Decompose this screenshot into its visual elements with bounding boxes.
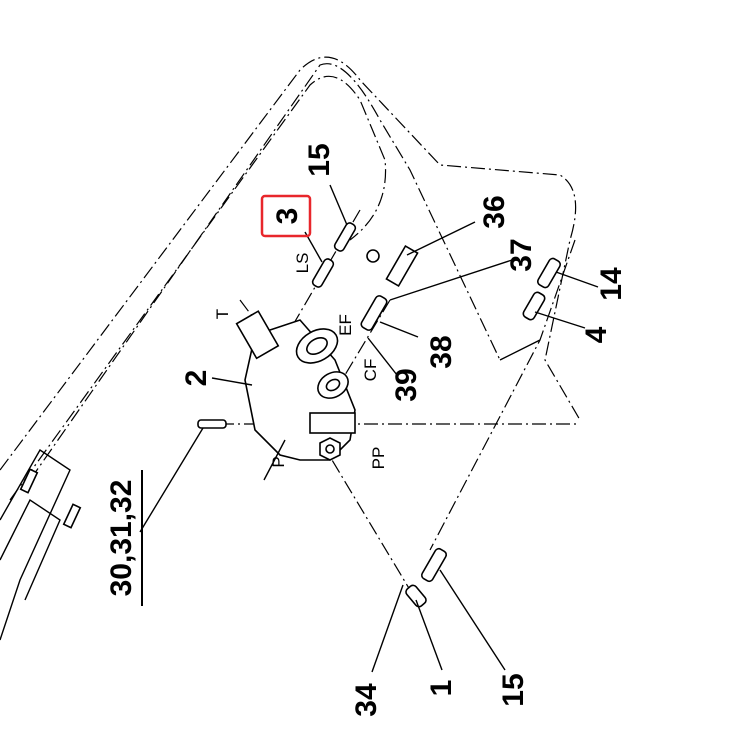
port-label-t: T [213,309,232,319]
callout-15-bottom[interactable]: 15 [497,673,530,706]
port-label-cf: CF [361,359,380,382]
callout-15-top[interactable]: 15 [303,143,336,176]
center-line-ls [289,209,361,331]
port-label-ls: LS [293,253,312,274]
callout-2[interactable]: 2 [180,370,213,387]
callout-36[interactable]: 36 [478,195,511,228]
leader-lines [139,184,599,673]
callout-1[interactable]: 1 [425,680,458,697]
port-label-ef: EF [336,314,355,336]
hose-line-1 [29,63,501,481]
fittings [197,222,562,608]
port-label-p: P [269,456,288,467]
hose-line-2 [429,239,576,551]
callout-3[interactable]: 3 [271,208,304,225]
callout-30-31-32[interactable]: 30,31,32 [105,480,138,597]
port-label-pp: PP [369,447,388,470]
center-line-t [239,299,256,321]
callout-39[interactable]: 39 [390,368,423,401]
callout-37[interactable]: 37 [505,238,538,271]
valve-block [235,310,356,461]
callout-34[interactable]: 34 [350,683,383,717]
highlight-box [260,194,312,238]
frame-bracket [0,449,82,641]
callout-14[interactable]: 14 [595,267,628,301]
callout-38[interactable]: 38 [425,335,458,368]
center-line-p [319,439,411,591]
callout-4[interactable]: 4 [580,326,613,343]
hose-outline-inner [9,75,387,501]
